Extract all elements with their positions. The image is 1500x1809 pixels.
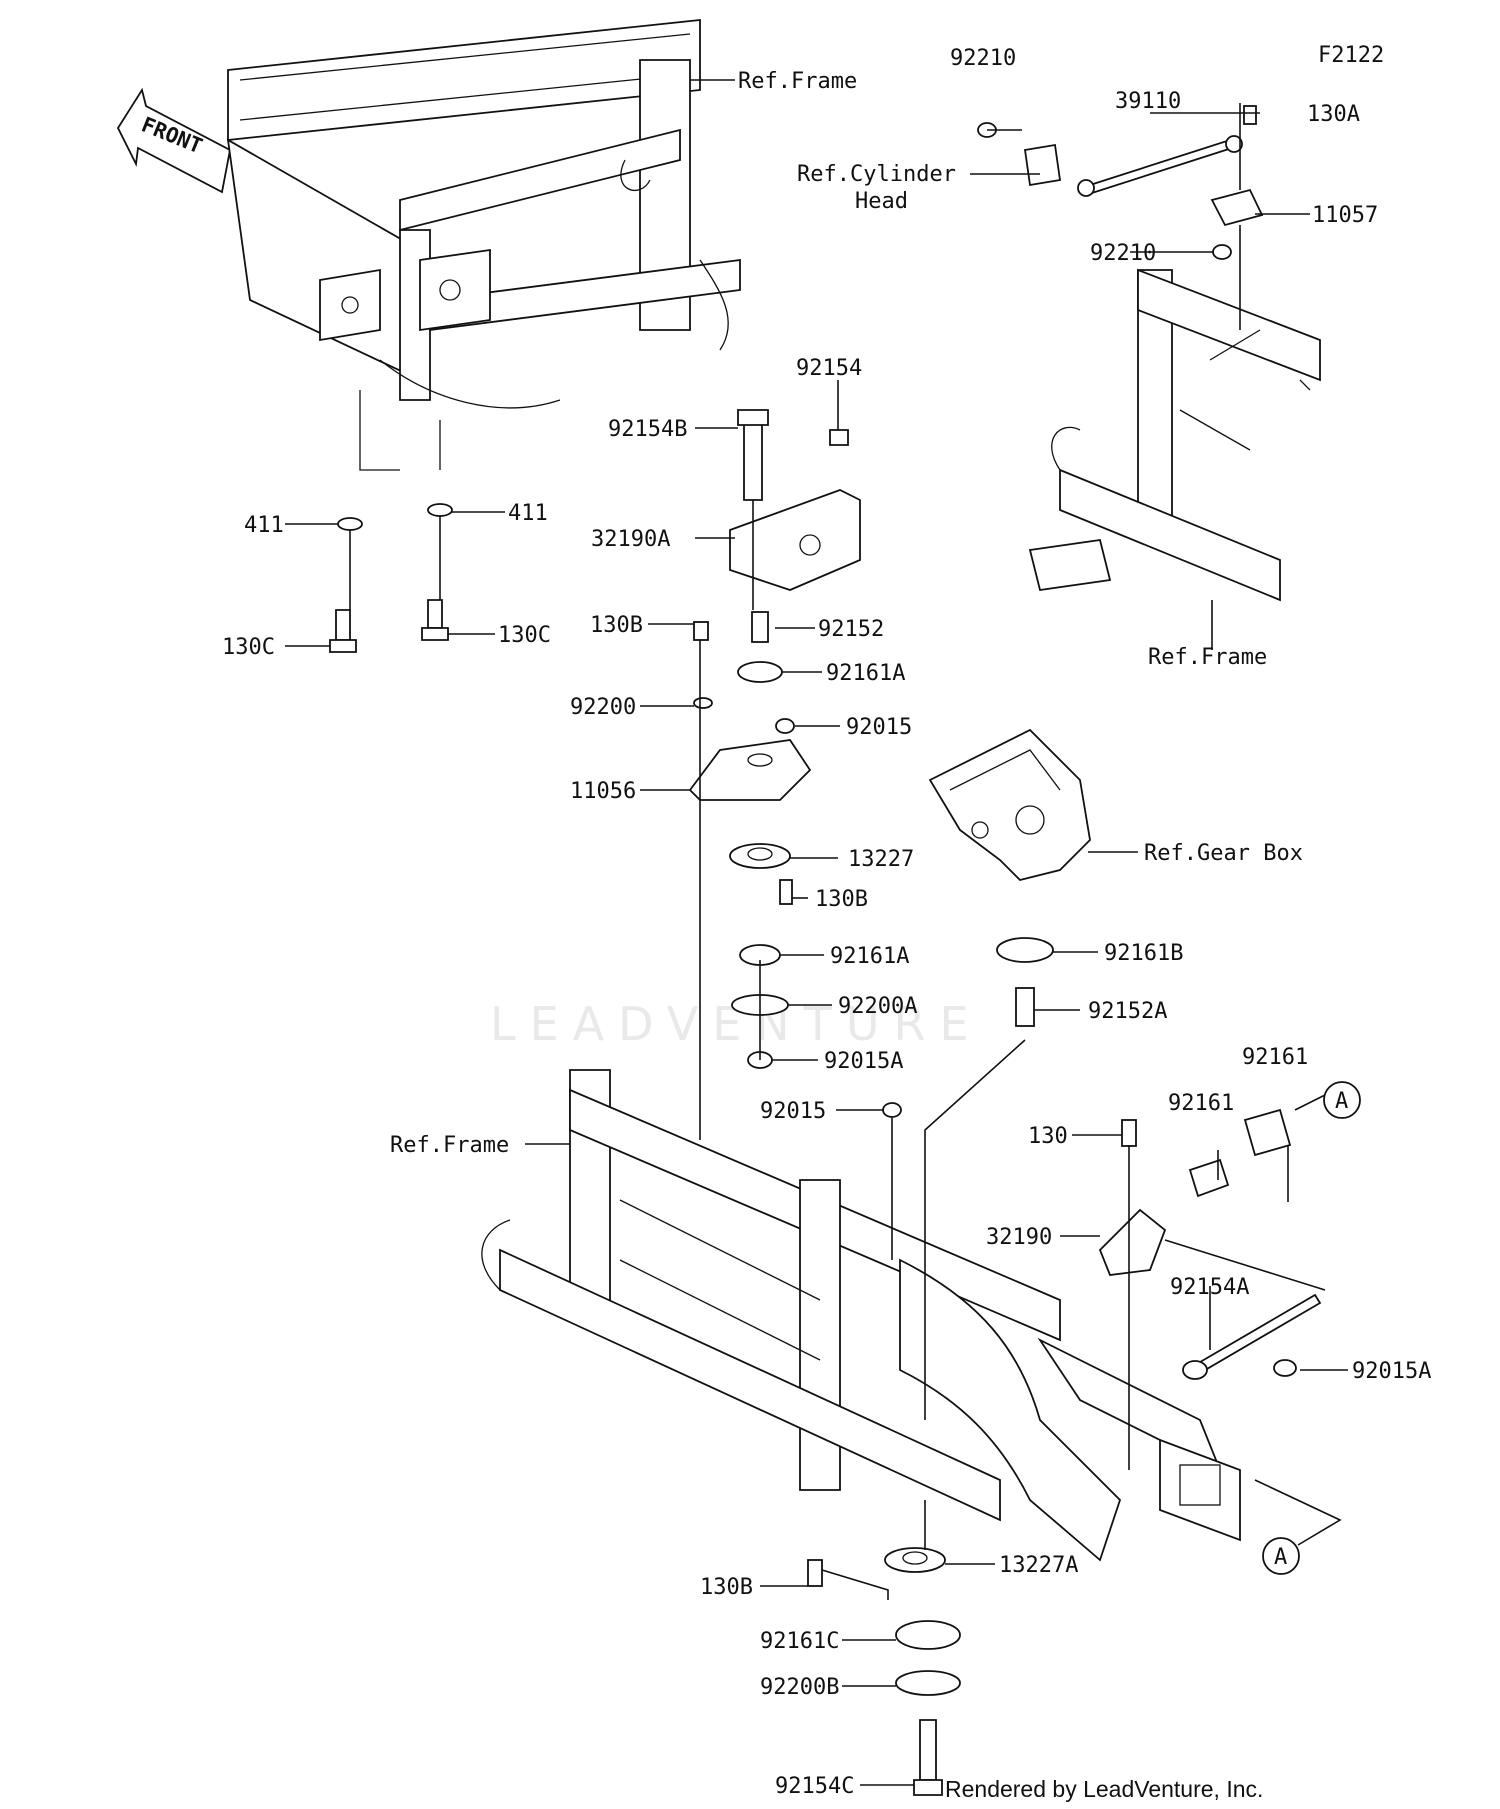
label-130: 130 (1028, 1124, 1068, 1149)
label-92161a-lower: 92161A (830, 944, 909, 969)
label-11057: 11057 (1312, 203, 1378, 228)
label-92200: 92200 (570, 695, 636, 720)
label-92152: 92152 (818, 617, 884, 642)
label-92161-left: 92161 (1168, 1091, 1234, 1116)
label-130a: 130A (1307, 102, 1360, 127)
label-92154a: 92154A (1170, 1275, 1249, 1300)
label-130c-right: 130C (498, 623, 551, 648)
label-92154b: 92154B (608, 417, 687, 442)
bottom-frame-drawing (481, 1069, 1241, 1562)
label-32190: 32190 (986, 1225, 1052, 1250)
label-ref-cylinder-head-2: Head (855, 189, 908, 214)
label-39110: 39110 (1115, 89, 1181, 114)
label-32190a: 32190A (591, 527, 670, 552)
label-11056: 11056 (570, 779, 636, 804)
gear-box-drawing (928, 728, 1091, 881)
label-92210-top: 92210 (950, 46, 1016, 71)
label-13227: 13227 (848, 847, 914, 872)
label-13227a: 13227A (999, 1553, 1078, 1578)
label-92154: 92154 (796, 356, 862, 381)
hardware-parts (329, 105, 1361, 1796)
label-92161b: 92161B (1104, 941, 1183, 966)
labels: Ref.Frame Ref.Cylinder Head 92210 39110 … (222, 46, 1431, 1802)
label-ref-gear-box: Ref.Gear Box (1144, 841, 1303, 866)
label-ref-frame-top: Ref.Frame (738, 69, 857, 94)
label-92015a-middle: 92015A (824, 1049, 903, 1074)
watermark-text: LEADVENTURE (490, 997, 983, 1051)
label-130b-upper: 130B (590, 613, 643, 638)
label-130b-middle: 130B (815, 887, 868, 912)
label-130c-left: 130C (222, 635, 275, 660)
label-411-right: 411 (508, 501, 548, 526)
upper-left-frame-drawing (226, 18, 741, 471)
label-92161-right: 92161 (1242, 1045, 1308, 1070)
credit-text: Rendered by LeadVenture, Inc. (945, 1776, 1263, 1802)
label-92200a: 92200A (838, 994, 917, 1019)
front-direction-arrow: FRONT (116, 87, 232, 194)
label-411-left: 411 (244, 513, 284, 538)
label-92015-lower: 92015 (760, 1099, 826, 1124)
label-130b-lower: 130B (700, 1575, 753, 1600)
label-92152a: 92152A (1088, 999, 1167, 1024)
label-92161a-upper: 92161A (826, 661, 905, 686)
label-ref-frame-right: Ref.Frame (1148, 645, 1267, 670)
label-92154c: 92154C (775, 1774, 854, 1799)
label-92015-upper: 92015 (846, 715, 912, 740)
callout-a-top: A (1335, 1089, 1348, 1114)
label-92210-bottom: 92210 (1090, 241, 1156, 266)
label-ref-frame-bottom: Ref.Frame (390, 1133, 509, 1158)
figure-code: F2122 (1318, 43, 1384, 68)
label-92200b: 92200B (760, 1675, 839, 1700)
label-ref-cylinder-head: Ref.Cylinder (797, 162, 956, 187)
callout-a-bottom: A (1274, 1545, 1287, 1570)
upper-right-frame-drawing (1028, 268, 1321, 602)
label-92161c: 92161C (760, 1629, 839, 1654)
label-92015a-right: 92015A (1352, 1359, 1431, 1384)
leader-lines (285, 79, 1348, 1786)
